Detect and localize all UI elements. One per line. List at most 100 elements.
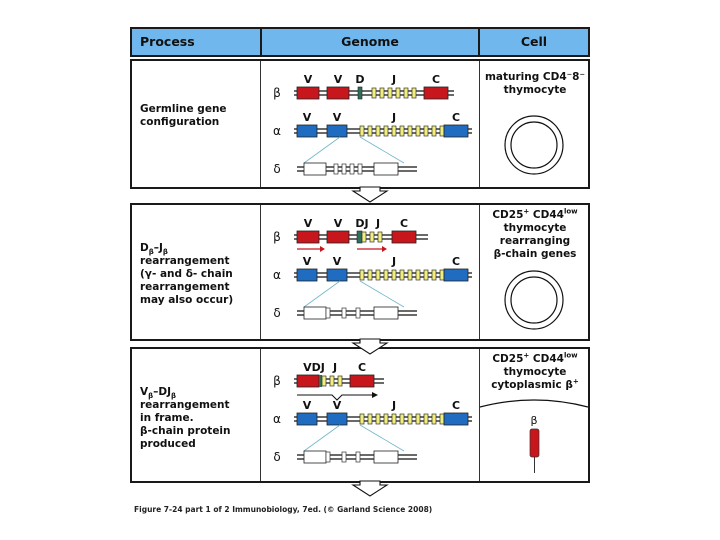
cell-title: CD25+ CD44low thymocyte cytoplasmic β+ [482,351,588,392]
delta-d-j-segment [333,163,339,175]
alpha-j-segment [415,269,421,281]
segment-label: J [391,399,396,412]
flow-arrows [351,186,389,497]
arrow-head [372,392,378,398]
beta-v-segment [326,230,350,244]
segment-label: C [452,111,460,124]
segment-label: C [452,399,460,412]
segment-label: J [391,255,396,268]
cell-nucleus [510,121,558,169]
beta-j-segment [395,87,401,99]
chain-label: α [273,124,281,138]
segment-label: V [303,255,312,268]
delta-d-j-segment [349,163,355,175]
process-line: rearrangement [140,255,230,267]
alpha-j-segment [375,413,381,425]
chain-label: β [273,374,281,388]
arrow-head [382,246,387,252]
superscript: low [563,351,578,360]
alpha-j-segment [431,125,437,137]
process-line: produced [140,438,196,450]
process-text: V [140,386,149,398]
column-divider [260,349,261,481]
cell-title-line: CD25+ CD44low [482,351,588,366]
alpha-v-segment [326,268,348,282]
alpha-v-segment [296,412,318,426]
alpha-c-segment [443,124,469,138]
chain-label: α [273,268,281,282]
beta-c-segment [391,230,417,244]
process-text: –J [153,242,163,254]
alpha-v-segment [296,268,318,282]
process-text: –DJ [153,386,172,398]
alpha-j-segment [383,413,389,425]
alpha-c-segment [443,268,469,282]
alpha-c-segment [443,412,469,426]
expansion-line [303,424,341,452]
alpha-j-segment [359,125,365,137]
segment-label: V [334,217,343,230]
splicing-arrow [297,394,372,401]
delta-c-segment [373,306,399,320]
cell-title-line: thymocyte [503,222,567,234]
process-line: configuration [140,116,220,128]
delta-d-j-segment [357,163,363,175]
segment-label: V [304,217,313,230]
column-divider [479,61,480,187]
chain-label: β [273,230,281,244]
alpha-j-segment [367,269,373,281]
alpha-j-segment [383,269,389,281]
alpha-v-segment [296,124,318,138]
alpha-j-segment [415,413,421,425]
beta-j-segment [379,87,385,99]
expansion-line [303,136,341,164]
column-divider [260,61,261,187]
process-text: D [140,242,149,254]
chain-label: δ [273,162,280,176]
cell-nucleus [510,276,558,324]
cell-outer-membrane [504,115,564,175]
delta-d-segment [341,451,347,463]
process-subscript: β [148,392,154,401]
beta-j-segment [387,87,393,99]
figure-caption: Figure 7-24 part 1 of 2 Immunobiology, 7… [134,505,433,514]
process-subscript: β [162,248,168,257]
header-divider [260,29,262,55]
process-line: rearrangement [140,399,230,411]
alpha-j-segment [367,125,373,137]
segment-label: J [391,111,396,124]
segment-label: V [303,399,312,412]
chain-label: α [273,412,281,426]
down-arrow-icon [351,338,389,355]
process-line: Dβ–Jβ [140,242,233,257]
beta-c-segment [349,374,375,388]
segment-label: J [332,361,337,374]
alpha-j-segment [431,413,437,425]
process-subscript: β [148,248,154,257]
segment-label: V [304,73,313,86]
beta-v-segment [296,230,320,244]
expansion-line [303,280,341,308]
cell-title-text: cytoplasmic β [491,379,573,391]
alpha-j-segment [367,413,373,425]
beta-j-segment [371,87,377,99]
segment-label: V [334,73,343,86]
segment-label: C [358,361,366,374]
expansion-line [359,424,405,452]
segment-label: C [432,73,440,86]
cell-title: maturing CD4⁻8⁻ thymocyte [482,71,588,97]
process-line: rearrangement [140,281,230,293]
cell-title-line: CD25+ CD44low [482,208,588,222]
alpha-v-segment [326,124,348,138]
process-line: β-chain protein [140,425,231,437]
beta-j-segment [403,87,409,99]
delta-j-segment [355,307,361,319]
arrow-head [320,246,325,252]
beta-v-segment [296,86,320,100]
segment-label: V [333,111,342,124]
beta-j-segment [321,375,327,387]
down-arrow-icon [351,480,389,497]
process-line: (γ- and δ- chain [140,268,233,280]
